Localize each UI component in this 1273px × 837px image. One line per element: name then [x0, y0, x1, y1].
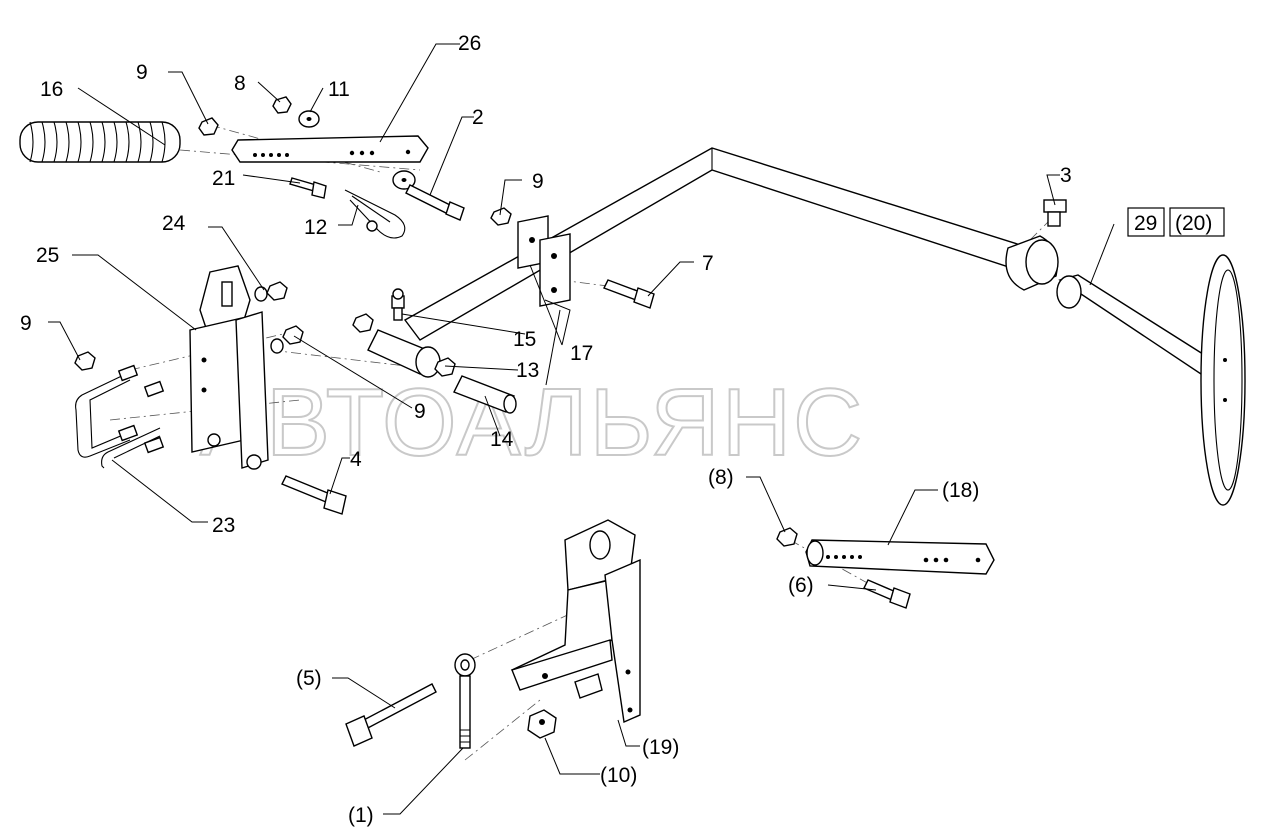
- bolt-part-7: [603, 279, 655, 309]
- bolt-part-6: [863, 579, 911, 609]
- label-6: (6): [788, 574, 814, 597]
- label-24: 24: [162, 212, 186, 235]
- label-20: (20): [1175, 212, 1212, 235]
- bolt-part-2: [405, 184, 465, 221]
- label-12: 12: [304, 216, 327, 239]
- label-25: 25: [36, 244, 59, 267]
- label-17: 17: [570, 342, 593, 365]
- label-10: (10): [600, 764, 637, 787]
- part-number-labels: 16 9 8 11 26 2 21 12 9 3 7 24 25 9 15 17…: [20, 32, 1072, 827]
- label-9-top: 9: [136, 61, 148, 84]
- pedal-shaft-part-29: [1056, 274, 1227, 381]
- label-8-bar: (8): [708, 466, 734, 489]
- washer-part-11: [298, 110, 320, 128]
- box-29: [1127, 207, 1165, 237]
- lever-sleeve: [1005, 235, 1059, 291]
- spring-part-16: [19, 121, 181, 163]
- label-19: (19): [642, 736, 679, 759]
- bolt-part-3: [1043, 199, 1067, 227]
- nut-part-9-left: [74, 351, 96, 371]
- grease-fitting-part-15: [391, 288, 405, 321]
- mounting-bracket-part-25: [189, 265, 269, 470]
- label-29: 29: [1134, 212, 1157, 235]
- boxed-labels: 29 (20): [1127, 207, 1225, 237]
- leader-lines: [48, 43, 1115, 815]
- u-bolt-part-23: [75, 364, 165, 469]
- nut-part-lever: [352, 313, 374, 333]
- label-9-bottom: 9: [414, 400, 426, 423]
- nut-part-8-top: [272, 96, 292, 114]
- bolt-part-4: [281, 475, 347, 515]
- spring-pin-part-12: [344, 189, 406, 239]
- nut-part-13: [434, 357, 456, 377]
- label-16: 16: [40, 78, 63, 101]
- watermark: АВТОАЛЬЯНС: [200, 369, 864, 476]
- label-5: (5): [296, 667, 322, 690]
- eye-bolt-part-1: [454, 653, 476, 749]
- bolt-part-21: [289, 177, 327, 199]
- nut-part-9-top: [198, 117, 219, 136]
- box-20: [1169, 207, 1225, 237]
- bushing-part-13: [367, 329, 441, 378]
- pin-part-14: [453, 375, 517, 414]
- l-bracket-part-19: [510, 519, 641, 724]
- label-9-left: 9: [20, 312, 32, 335]
- label-9-mid: 9: [532, 170, 544, 193]
- label-7: 7: [702, 252, 714, 275]
- label-13: 13: [516, 359, 539, 382]
- nuts-part-9-bracket: [270, 325, 304, 354]
- main-lever-arm: [403, 147, 1031, 341]
- nut-part-8-bar: [776, 527, 798, 547]
- label-3: 3: [1060, 164, 1072, 187]
- label-21: 21: [212, 167, 235, 190]
- label-2: 2: [472, 106, 484, 129]
- label-26: 26: [458, 32, 481, 55]
- label-14: 14: [490, 428, 514, 451]
- disc-part-20: [1200, 254, 1246, 506]
- nut-part-10: [527, 709, 557, 739]
- label-8-top: 8: [234, 72, 246, 95]
- adjusting-bar-part-26: [231, 135, 429, 163]
- nuts-part-24: [254, 281, 288, 302]
- label-18: (18): [942, 479, 979, 502]
- label-4: 4: [350, 448, 362, 471]
- label-1: (1): [348, 804, 374, 827]
- label-15: 15: [513, 328, 536, 351]
- bolt-part-5: [345, 683, 437, 747]
- label-11: 11: [328, 78, 350, 101]
- bar-part-18: [805, 539, 995, 575]
- bracket-plates-part-17: [517, 215, 571, 307]
- nut-part-9-mid: [490, 207, 512, 226]
- label-23: 23: [212, 514, 235, 537]
